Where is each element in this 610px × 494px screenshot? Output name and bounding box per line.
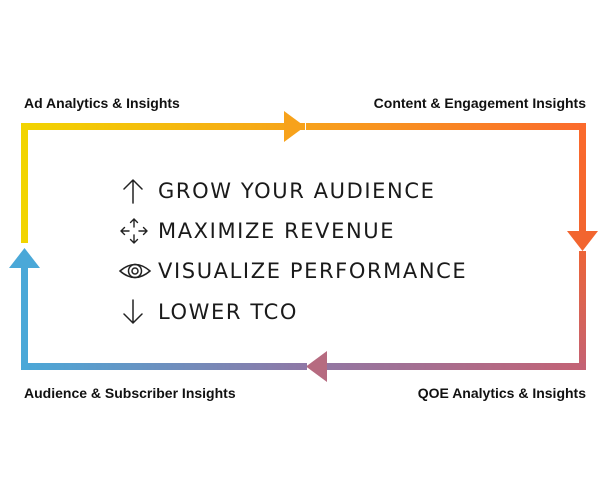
move-arrows-icon	[118, 216, 152, 246]
left-connector-bottom	[21, 266, 28, 370]
bottom-arrow-head	[306, 351, 327, 382]
right-arrow-head	[567, 231, 598, 251]
bottom-connector-left	[21, 363, 307, 370]
arrow-down-icon	[118, 297, 152, 327]
right-connector	[579, 123, 586, 236]
left-connector-top	[21, 123, 28, 243]
eye-icon	[118, 256, 152, 286]
benefit-visualize-performance: VISUALIZE PERFORMANCE	[118, 256, 467, 286]
benefit-text: VISUALIZE PERFORMANCE	[158, 259, 468, 283]
benefit-text: MAXIMIZE REVENUE	[158, 219, 396, 243]
label-ad-analytics: Ad Analytics & Insights	[24, 95, 180, 111]
benefit-maximize-revenue: MAXIMIZE REVENUE	[118, 216, 395, 246]
top-connector-right	[306, 123, 586, 130]
bottom-connector-right	[324, 363, 586, 370]
benefit-lower-tco: LOWER TCO	[118, 297, 298, 327]
benefit-grow-audience: GROW YOUR AUDIENCE	[118, 176, 436, 206]
benefit-text: LOWER TCO	[158, 300, 298, 324]
top-arrow-head	[284, 111, 305, 142]
right-connector-bottom	[579, 251, 586, 370]
arrow-up-icon	[118, 176, 152, 206]
label-audience-subscriber: Audience & Subscriber Insights	[24, 385, 236, 401]
label-content-engagement: Content & Engagement Insights	[373, 95, 586, 111]
benefit-text: GROW YOUR AUDIENCE	[158, 179, 436, 203]
label-qoe-analytics: QOE Analytics & Insights	[417, 385, 586, 401]
top-connector	[21, 123, 305, 130]
left-arrow-head	[9, 248, 40, 268]
